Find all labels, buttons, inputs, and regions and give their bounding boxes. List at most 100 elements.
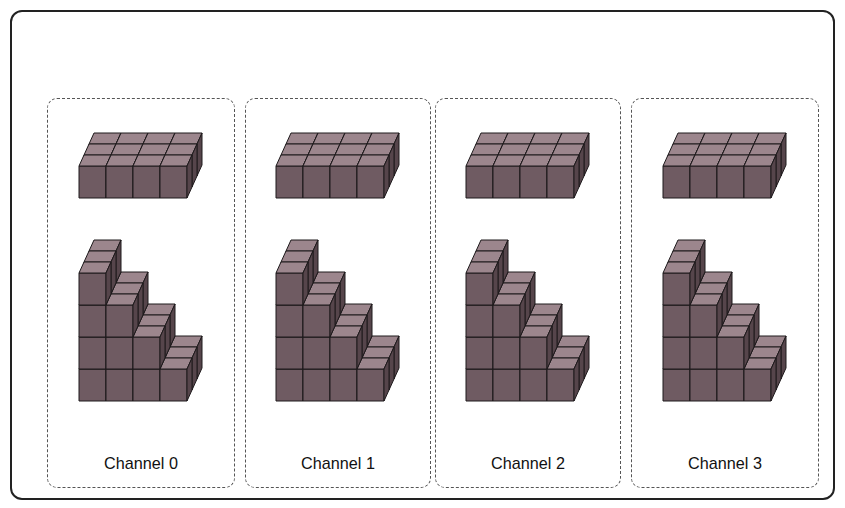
cube-top xyxy=(111,283,143,294)
channel-box: Channel 2 xyxy=(435,98,621,488)
cube-top xyxy=(673,133,705,144)
cube-front xyxy=(663,305,690,337)
cube-front xyxy=(79,305,106,337)
cube-front xyxy=(357,369,384,401)
cube-side xyxy=(717,294,722,337)
cube-side xyxy=(111,251,116,294)
cube-side xyxy=(165,315,170,358)
cube-top xyxy=(160,358,192,369)
channel-box: Channel 1 xyxy=(245,98,431,488)
cube-side xyxy=(308,251,313,294)
cube-front xyxy=(330,166,357,198)
cube-top xyxy=(717,326,749,337)
cube-side xyxy=(530,272,535,315)
cube-top xyxy=(330,326,362,337)
cube-front xyxy=(690,305,717,337)
cube-front xyxy=(717,369,744,401)
cube-top xyxy=(313,272,345,283)
cube-side xyxy=(389,347,394,390)
cube-front xyxy=(493,369,520,401)
cube-side xyxy=(313,240,318,283)
cube-top xyxy=(276,262,308,273)
cube-side xyxy=(303,262,308,305)
cube-side xyxy=(197,336,202,379)
cube-side xyxy=(340,272,345,315)
cube-front xyxy=(79,273,106,305)
cube-top xyxy=(722,315,754,326)
cube-front xyxy=(160,369,187,401)
cube-top xyxy=(471,251,503,262)
cube-side xyxy=(722,283,727,326)
cube-side xyxy=(579,144,584,187)
cube-front xyxy=(357,166,384,198)
cube-top xyxy=(116,133,148,144)
cube-top xyxy=(552,347,584,358)
cube-side xyxy=(727,272,732,315)
cube-top xyxy=(138,315,170,326)
cube-side xyxy=(367,304,372,347)
cube-top xyxy=(133,155,165,166)
cube-side xyxy=(503,240,508,283)
cube-side xyxy=(197,133,202,176)
cube-front xyxy=(79,337,106,369)
cube-front xyxy=(493,337,520,369)
cube-front xyxy=(79,369,106,401)
cube-top xyxy=(357,358,389,369)
cube-front xyxy=(276,337,303,369)
cube-front xyxy=(663,166,690,198)
cube-top xyxy=(357,155,389,166)
cube-top xyxy=(466,262,498,273)
cube-top xyxy=(116,272,148,283)
cube-side xyxy=(192,144,197,187)
cube-top xyxy=(276,155,308,166)
cube-side xyxy=(776,347,781,390)
cube-top xyxy=(749,347,781,358)
cube-illustration xyxy=(48,99,236,489)
cube-top xyxy=(700,272,732,283)
cube-top xyxy=(79,155,111,166)
cube-top xyxy=(754,336,786,347)
cube-top xyxy=(89,240,121,251)
cube-top xyxy=(84,144,116,155)
cube-front xyxy=(520,369,547,401)
cube-side xyxy=(574,155,579,198)
cube-illustration xyxy=(632,99,820,489)
cube-front xyxy=(330,369,357,401)
cube-front xyxy=(663,369,690,401)
cube-top xyxy=(754,133,786,144)
cube-front xyxy=(276,273,303,305)
cube-front xyxy=(690,166,717,198)
cube-top xyxy=(362,144,394,155)
cube-front xyxy=(133,337,160,369)
cube-front xyxy=(466,166,493,198)
cube-side xyxy=(584,336,589,379)
cube-side xyxy=(700,240,705,283)
cube-front xyxy=(133,369,160,401)
cube-top xyxy=(340,304,372,315)
cube-top xyxy=(286,133,318,144)
cube-top xyxy=(700,133,732,144)
cube-side xyxy=(170,304,175,347)
cube-side xyxy=(330,294,335,337)
cube-top xyxy=(340,133,372,144)
cube-top xyxy=(89,133,121,144)
cube-side xyxy=(394,133,399,176)
cube-top xyxy=(165,144,197,155)
cube-side xyxy=(557,304,562,347)
cube-top xyxy=(106,294,138,305)
cube-top xyxy=(84,251,116,262)
cube-top xyxy=(668,251,700,262)
cube-side xyxy=(771,155,776,198)
cube-top xyxy=(281,144,313,155)
cube-top xyxy=(525,315,557,326)
channel-box: Channel 3 xyxy=(631,98,819,488)
cube-top xyxy=(106,155,138,166)
cube-side xyxy=(744,326,749,369)
cube-side xyxy=(695,251,700,294)
cube-side xyxy=(160,326,165,369)
cube-side xyxy=(389,144,394,187)
cube-top xyxy=(143,133,175,144)
channel-label: Channel 2 xyxy=(436,454,620,473)
cube-top xyxy=(498,144,530,155)
